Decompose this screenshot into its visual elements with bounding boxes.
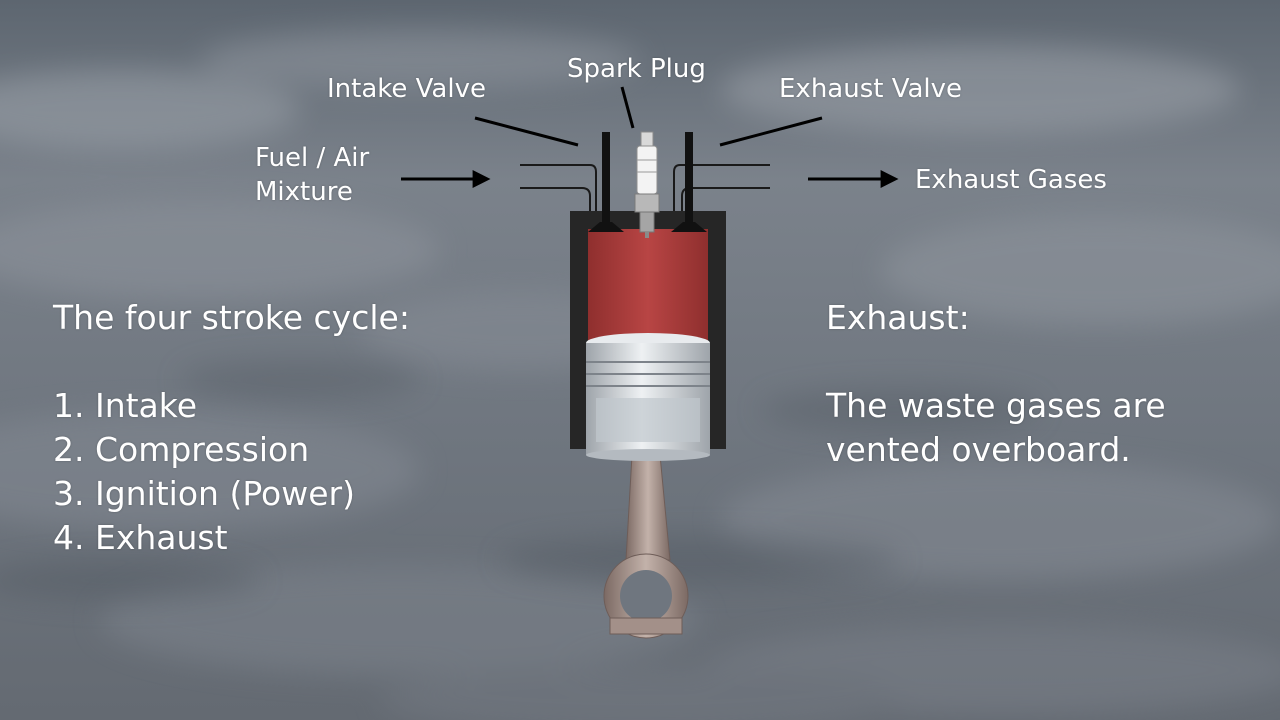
- current-stage-title: Exhaust:: [826, 298, 970, 337]
- fuel-air-mixture-label: Fuel / Air Mixture: [255, 141, 369, 209]
- cycle-step: 2. Compression: [53, 430, 310, 469]
- intake-valve-stem: [602, 132, 610, 227]
- intake-port: [520, 164, 597, 215]
- exhaust-valve-stem: [685, 132, 693, 227]
- cycle-title: The four stroke cycle:: [53, 298, 410, 337]
- intake-valve-pointer: [474, 116, 579, 147]
- combustion-chamber: [588, 229, 708, 344]
- cycle-step: 4. Exhaust: [53, 518, 228, 557]
- stage-description-line2: vented overboard.: [826, 430, 1131, 469]
- piston: [586, 333, 710, 461]
- connecting-rod: [603, 454, 689, 639]
- cycle-step: 1. Intake: [53, 386, 198, 425]
- exhaust-valve-label: Exhaust Valve: [779, 74, 963, 104]
- fuel-air-label-line2: Mixture: [255, 177, 353, 207]
- cycle-step-list: 1. Intake 2. Compression 3. Ignition (Po…: [53, 384, 355, 560]
- spark-plug-pointer: [620, 86, 635, 129]
- exhaust-valve-head: [671, 222, 707, 232]
- stage-description-line1: The waste gases are: [826, 386, 1166, 425]
- fuel-air-label-line1: Fuel / Air: [255, 143, 370, 173]
- spark-plug-label: Spark Plug: [567, 54, 706, 84]
- cylinder-wall-right: [708, 211, 726, 449]
- cylinder-wall-left: [570, 211, 588, 449]
- intake-valve-head: [588, 222, 624, 232]
- exhaust-valve-pointer: [719, 116, 823, 147]
- cycle-step: 3. Ignition (Power): [53, 474, 355, 513]
- spark-plug: [634, 131, 660, 238]
- exhaust-gases-label: Exhaust Gases: [915, 165, 1107, 195]
- current-stage-description: The waste gases are vented overboard.: [826, 384, 1166, 472]
- intake-valve-label: Intake Valve: [327, 74, 486, 104]
